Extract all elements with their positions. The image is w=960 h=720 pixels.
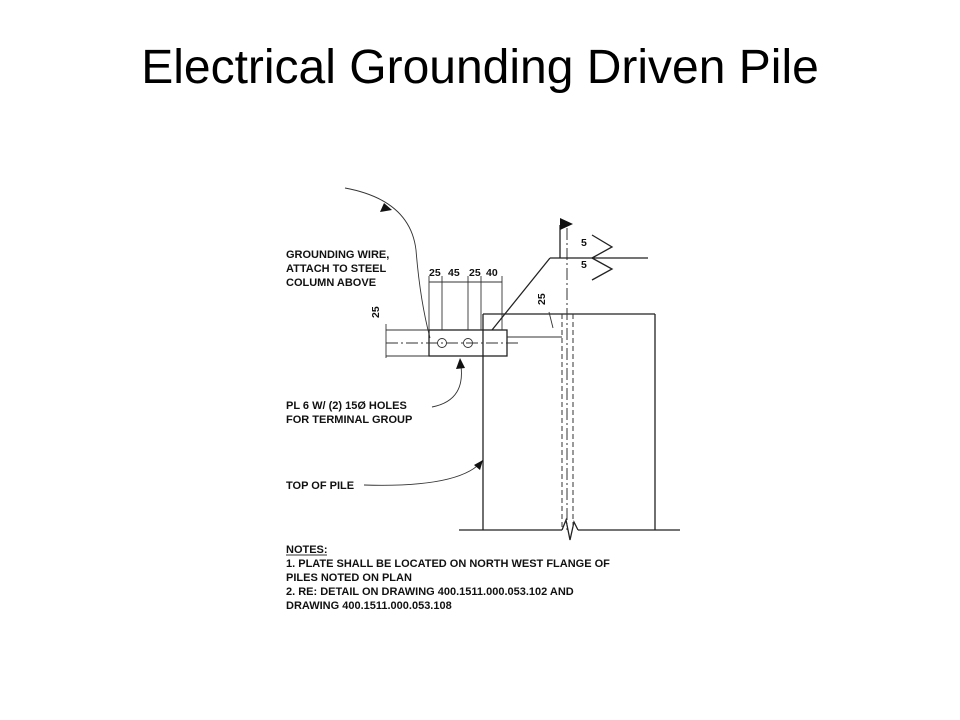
notes-line-4: DRAWING 400.1511.000.053.108 bbox=[286, 600, 452, 612]
dim-label-1: 25 bbox=[429, 267, 441, 279]
plate-callout-line-2: FOR TERMINAL GROUP bbox=[286, 414, 412, 426]
pile-centerline bbox=[561, 228, 574, 530]
grounding-wire-callout: GROUNDING WIRE, ATTACH TO STEEL COLUMN A… bbox=[286, 249, 389, 289]
grounding-wire-line-1: GROUNDING WIRE, bbox=[286, 249, 389, 261]
notes-block: NOTES: 1. PLATE SHALL BE LOCATED ON NORT… bbox=[286, 544, 610, 612]
weld-symbol: 5 5 bbox=[491, 218, 648, 331]
plate-callout-line-1: PL 6 W/ (2) 15Ø HOLES bbox=[286, 400, 407, 412]
notes-heading: NOTES: bbox=[286, 544, 328, 556]
dim-label-3: 25 bbox=[469, 267, 481, 279]
dim-label-4: 40 bbox=[486, 267, 498, 279]
plate-callout: PL 6 W/ (2) 15Ø HOLES FOR TERMINAL GROUP bbox=[286, 400, 412, 426]
plate-edge-dim-label: 25 bbox=[370, 306, 382, 318]
top-of-pile-callout: TOP OF PILE bbox=[286, 480, 354, 492]
notes-line-1: 1. PLATE SHALL BE LOCATED ON NORTH WEST … bbox=[286, 558, 610, 570]
slide-title: Electrical Grounding Driven Pile bbox=[141, 41, 819, 94]
offset-dim-label: 25 bbox=[536, 293, 548, 305]
plate-edge-dimension: 25 bbox=[370, 306, 387, 358]
top-of-pile-label: TOP OF PILE bbox=[286, 480, 354, 492]
grounding-wire-leader bbox=[344, 187, 431, 339]
top-of-pile-leader bbox=[363, 459, 484, 486]
offset-dimension: 25 bbox=[536, 293, 554, 329]
notes-line-3: 2. RE: DETAIL ON DRAWING 400.1511.000.05… bbox=[286, 586, 574, 598]
pile-outline bbox=[459, 313, 680, 541]
horizontal-dimension-string: 25 45 25 40 bbox=[428, 267, 503, 330]
weld-size-top: 5 bbox=[581, 237, 587, 249]
notes-line-2: PILES NOTED ON PLAN bbox=[286, 572, 412, 584]
grounding-wire-line-2: ATTACH TO STEEL bbox=[286, 263, 387, 275]
weld-size-bottom: 5 bbox=[581, 259, 587, 271]
plate-leader bbox=[431, 358, 465, 408]
dim-label-2: 45 bbox=[448, 267, 460, 279]
terminal-plate bbox=[386, 329, 562, 357]
grounding-wire-line-3: COLUMN ABOVE bbox=[286, 277, 376, 289]
